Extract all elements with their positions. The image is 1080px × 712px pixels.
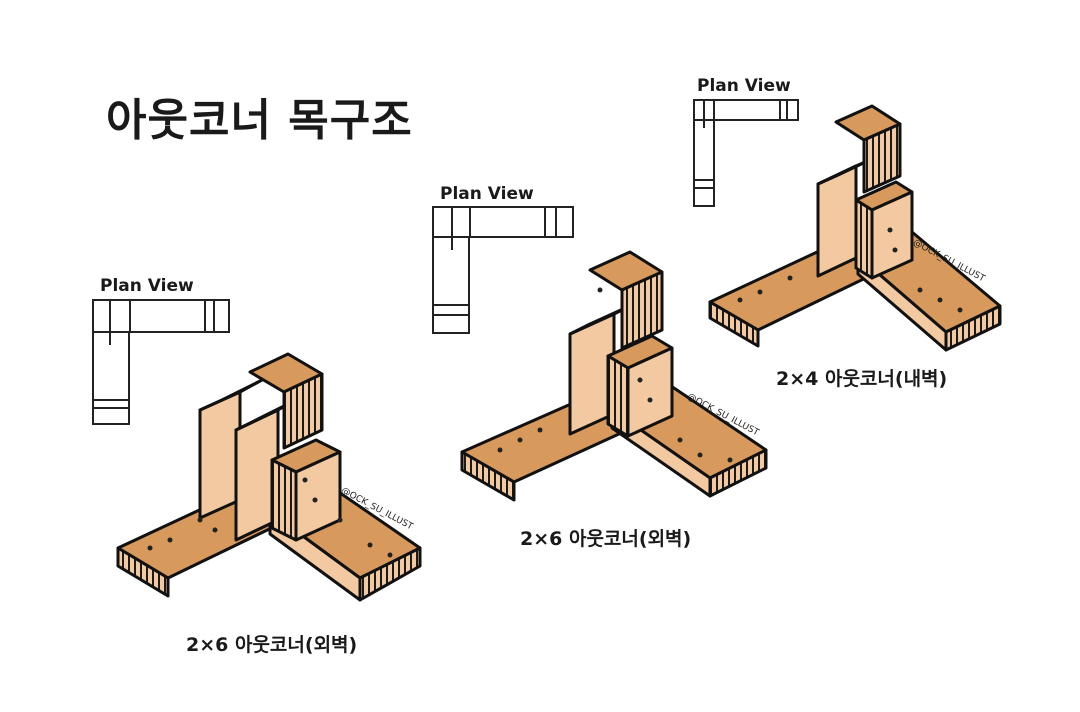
plan-view-label-1: Plan View [100,276,194,296]
page-title: 아웃코너 목구조 [106,95,413,146]
left-arm-front [460,450,516,502]
left-arm-front [116,546,170,598]
wood-grain-dots-3 [737,227,963,313]
outer-corner-2x6-assembly-1 [116,352,422,602]
outer-corner-2x6-assembly-2 [460,250,768,502]
plan-view-label-3: Plan View [697,76,791,96]
caption-figure-3: 2×4 아웃코너(내벽) [776,368,948,390]
left-arm-front [708,300,760,348]
caption-figure-2: 2×6 아웃코너(외벽) [520,528,692,550]
plan-view-drawing-3 [693,99,799,207]
wood-grain-dots-2 [497,287,733,463]
inner-corner-2x4-assembly [708,104,1002,352]
wood-grain-dots-1 [147,477,393,558]
plan-view-label-2: Plan View [440,184,534,204]
plan-view-drawing-1 [92,299,230,425]
plan-view-drawing-2 [432,206,574,334]
caption-figure-1: 2×6 아웃코너(외벽) [186,634,358,656]
